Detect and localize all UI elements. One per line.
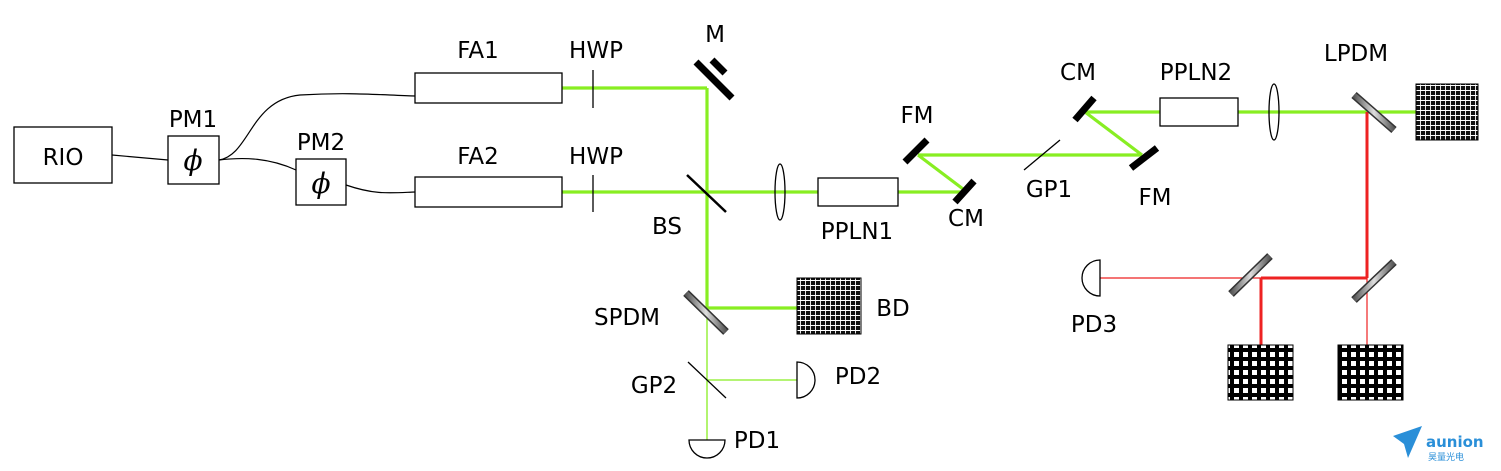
glass-plate-gp2: GP2 (631, 361, 727, 399)
red-mirror-right (1351, 259, 1397, 303)
rio-label: RIO (43, 145, 84, 171)
bd-label: BD (876, 296, 910, 322)
pm1-box: ϕ PM1 (167, 107, 220, 185)
aunion-logo: aunion 昊量光电 (1393, 426, 1484, 463)
pd3-detector-icon (1081, 259, 1101, 297)
cm-2: CM (1060, 60, 1097, 123)
logo-subtitle: 昊量光电 (1428, 451, 1464, 463)
rio-box: RIO (13, 126, 113, 184)
pm1-label: PM1 (169, 107, 217, 133)
mirror-m: M (693, 22, 735, 101)
fa1-label: FA1 (457, 38, 499, 64)
spdm-mirror: SPDM (594, 290, 729, 335)
fa2-amplifier: FA2 (414, 144, 563, 208)
beam-dump-red-right (1337, 344, 1404, 401)
pm2-phi-icon: ϕ (311, 167, 330, 200)
grid-block-icon (796, 277, 862, 335)
ppln2-crystal: PPLN2 (1159, 60, 1239, 127)
lens-2 (1268, 83, 1280, 141)
photodiode-pd1: PD1 (688, 428, 780, 459)
pm1-phi-icon: ϕ (183, 144, 202, 177)
red-mirror-left (1228, 253, 1273, 297)
glass-plate-gp1: GP1 (1023, 139, 1072, 203)
lpdm-label: LPDM (1324, 41, 1388, 67)
fiber-rio-pm1 (111, 154, 169, 161)
pd1-label: PD1 (734, 428, 780, 454)
logo-name: aunion (1426, 433, 1484, 451)
pd2-label: PD2 (835, 364, 881, 390)
beam-splitter: BS (652, 174, 727, 240)
green-beams (562, 86, 1416, 440)
cm-2-label: CM (1060, 60, 1096, 86)
spdm-label: SPDM (594, 305, 660, 331)
hwp-2-label: HWP (569, 144, 623, 170)
fa1-amplifier: FA1 (414, 38, 563, 104)
ppln2-label: PPLN2 (1160, 60, 1232, 86)
fm-2: FM (1128, 145, 1172, 211)
lpdm-mirror: LPDM (1324, 41, 1397, 134)
ppln1-label: PPLN1 (821, 219, 893, 245)
fiber-pm1-fa1 (218, 93, 416, 161)
hwp-2: HWP (569, 144, 623, 212)
fibers (111, 93, 416, 194)
pd3-label: PD3 (1071, 312, 1117, 338)
fiber-pm1-pm2 (218, 157, 297, 171)
hwp-1: HWP (569, 38, 623, 108)
bs-label: BS (652, 214, 682, 240)
ppln1-crystal: PPLN1 (817, 177, 899, 245)
pm2-box: ϕ PM2 (295, 130, 347, 206)
pd1-detector-icon (688, 439, 726, 459)
fm-2-label: FM (1138, 185, 1171, 211)
gp1-label: GP1 (1026, 177, 1072, 203)
red-beams (1100, 112, 1369, 345)
pm2-label: PM2 (297, 130, 345, 156)
gp2-label: GP2 (631, 373, 677, 399)
fm-1-label: FM (900, 103, 933, 129)
beam-dump-lpdm (1415, 83, 1479, 141)
mirror-m-label: M (705, 22, 725, 48)
pd2-detector-icon (796, 361, 816, 399)
photodiode-pd3: PD3 (1071, 259, 1117, 338)
photodiode-pd2: PD2 (796, 361, 881, 399)
fm-1: FM (900, 103, 934, 165)
cm-1: CM (948, 178, 984, 232)
hwp-1-label: HWP (569, 38, 623, 64)
beam-dump-bd: BD (796, 277, 910, 335)
fa2-label: FA2 (457, 144, 499, 170)
cm-1-label: CM (948, 206, 984, 232)
fiber-pm2-fa2 (345, 184, 416, 194)
beam-dump-red-left (1227, 344, 1294, 401)
lens-1 (774, 163, 786, 221)
paper-plane-icon (1393, 426, 1422, 458)
